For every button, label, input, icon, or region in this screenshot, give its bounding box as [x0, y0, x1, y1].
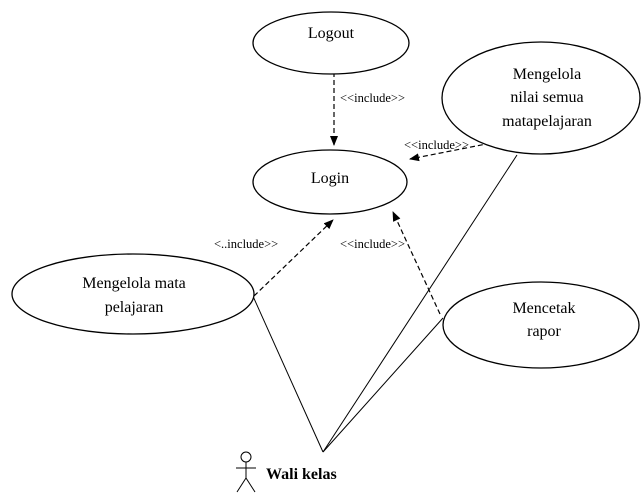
stereotype-labels: <<include>> <<include>> <..include>> <<i…	[214, 91, 469, 251]
use-case-mengelola-nilai-ellipse	[441, 41, 641, 155]
use-case-mengelola-mata-ellipse	[11, 253, 255, 335]
use-case-logout-ellipse	[252, 11, 410, 75]
use-case-mengelola-nilai-line-3: matapelajaran	[502, 113, 592, 130]
use-case-logout-label: Logout	[308, 25, 355, 42]
association-mencetak-rapor	[322, 317, 444, 453]
actor-label: Wali kelas	[266, 466, 337, 483]
include-label-logout: <<include>>	[340, 91, 405, 105]
include-arrow-mata	[253, 219, 334, 297]
use-case-mengelola-nilai-line-2: nilai semua	[510, 89, 583, 106]
use-case-mencetak-rapor-line-2: rapor	[527, 323, 561, 340]
use-case-login-label: Login	[311, 170, 349, 187]
use-case-logout: Logout	[252, 11, 410, 75]
include-label-nilai: <<include>>	[404, 138, 469, 152]
use-case-mencetak-rapor: Mencetak rapor	[442, 281, 640, 369]
use-case-mengelola-mata-line-1: Mengelola mata	[82, 275, 186, 292]
use-case-login: Login	[252, 149, 408, 215]
use-case-mencetak-rapor-line-1: Mencetak	[512, 300, 575, 317]
use-case-mengelola-mata: Mengelola mata pelajaran	[11, 253, 255, 335]
use-case-mengelola-nilai: Mengelola nilai semua matapelajaran	[441, 41, 641, 155]
include-label-mata: <..include>>	[214, 237, 278, 251]
use-case-mengelola-nilai-line-1: Mengelola	[513, 66, 581, 83]
use-case-mengelola-mata-line-2: pelajaran	[105, 299, 164, 316]
association-mengelola-nilai	[322, 154, 518, 453]
include-arrow-rapor	[392, 211, 441, 315]
use-case-login-ellipse	[252, 149, 408, 215]
actor-wali-kelas: Wali kelas	[236, 451, 337, 493]
association-mengelola-mata	[251, 293, 324, 453]
include-label-rapor: <<include>>	[340, 237, 405, 251]
use-case-mencetak-rapor-ellipse	[442, 281, 640, 369]
associations	[251, 154, 518, 453]
stick-figure-icon	[236, 451, 256, 493]
